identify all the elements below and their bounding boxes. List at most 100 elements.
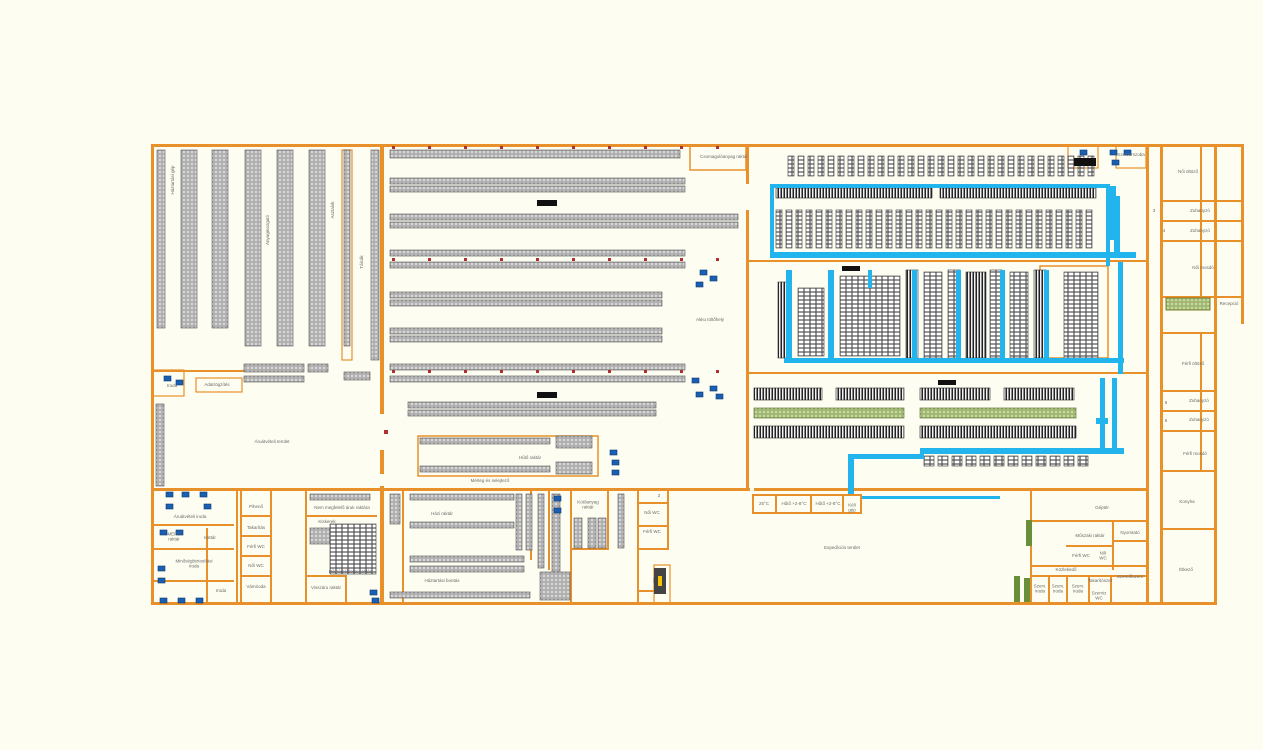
rack-27 xyxy=(407,409,657,417)
pillar xyxy=(428,258,431,261)
forklift-icon xyxy=(715,393,724,400)
pillar xyxy=(644,258,647,261)
rack-108 xyxy=(1025,209,1033,249)
forklift-icon xyxy=(1079,149,1088,156)
conveyor-segment xyxy=(1118,262,1123,358)
conveyor-segment xyxy=(1114,196,1120,256)
rack-32 xyxy=(409,493,515,501)
rack-60 xyxy=(867,155,875,177)
pillar xyxy=(500,370,503,373)
label-right-mid: Asztalok xyxy=(329,201,335,219)
label-kelfeszult: Kötőanyag raktár xyxy=(577,499,599,509)
label-kozlekedo: Közlekedő xyxy=(1055,566,1077,572)
charging-station-icon xyxy=(658,576,662,586)
label-left-mid: Anyagmozgató xyxy=(264,214,270,246)
label-arukiadas: Áruátvételi terület xyxy=(254,438,290,444)
pillar xyxy=(644,370,647,373)
conveyor-system xyxy=(770,184,1136,499)
label-vamiroda: Vámiroda xyxy=(246,583,266,589)
pillar xyxy=(608,258,611,261)
forklift-icon xyxy=(842,266,860,271)
rack-52 xyxy=(787,155,795,177)
rack-34 xyxy=(409,555,525,563)
rack-128 xyxy=(919,387,991,401)
conveyor-segment xyxy=(1112,378,1117,454)
label-noi-wc3: Női WC xyxy=(1099,550,1107,560)
label-takaritas: Takarítás xyxy=(246,524,266,530)
rack-55 xyxy=(817,155,825,177)
rack-47 xyxy=(329,523,377,575)
rack-100 xyxy=(945,209,953,249)
pillar xyxy=(380,450,384,474)
rack-87 xyxy=(815,209,823,249)
label-keli: Kéli gép xyxy=(848,502,856,512)
forklift-icon xyxy=(1109,149,1118,156)
forklift-icon xyxy=(695,391,704,398)
rack-85 xyxy=(795,209,803,249)
rack-72 xyxy=(987,155,995,177)
rack-25 xyxy=(389,375,686,383)
label-ferfi-wc2: Férfi WC xyxy=(643,528,661,534)
label-ferfi-wc: Férfi WC xyxy=(247,543,265,549)
conveyor-segment xyxy=(1096,418,1108,424)
rack-2 xyxy=(211,149,229,329)
rack-114 xyxy=(1085,209,1093,249)
conveyor-segment xyxy=(848,454,854,494)
label-adatrogzites: Adatrögzítés xyxy=(204,381,230,387)
rack-9 xyxy=(307,363,329,373)
label-irattar: Irattár xyxy=(204,534,216,540)
label-gepteher: Géptér xyxy=(1095,504,1109,510)
pillar xyxy=(644,146,647,149)
rack-105 xyxy=(995,209,1003,249)
rack-76 xyxy=(1027,155,1035,177)
label-homerseklet: Hőmérsékletes raktár xyxy=(328,568,372,574)
label-iroda-left: Iroda xyxy=(166,382,178,388)
rack-117 xyxy=(839,275,901,357)
rack-46 xyxy=(309,527,331,545)
label-temp-hut1: Hűtő +2-8°C xyxy=(781,500,807,506)
label-zuhanyzo4: Zuhanyzó xyxy=(1189,416,1209,422)
forklift-icon xyxy=(691,377,700,384)
rack-1 xyxy=(180,149,198,329)
rack-91 xyxy=(855,209,863,249)
forklift-icon xyxy=(553,507,562,514)
rack-42 xyxy=(587,517,597,549)
rack-129 xyxy=(1003,387,1075,401)
label-recepcio: Recepció xyxy=(1219,300,1239,306)
conveyor-segment xyxy=(862,496,1000,499)
label-csomagolas: Csomagolóanyag raktár xyxy=(700,153,748,159)
rack-79 xyxy=(1057,155,1065,177)
label-nr5: 5 xyxy=(1164,399,1168,405)
conveyor-segment xyxy=(920,448,1124,454)
rack-70 xyxy=(967,155,975,177)
rack-37 xyxy=(515,493,523,551)
rack-113 xyxy=(1075,209,1083,249)
label-szerviz-wc: Szerviz WC xyxy=(1091,590,1107,600)
rack-130 xyxy=(753,407,905,419)
pillar xyxy=(500,258,503,261)
rack-19 xyxy=(389,261,686,269)
rack-110 xyxy=(1045,209,1053,249)
forklift-icon xyxy=(157,565,166,572)
rack-30 xyxy=(555,435,593,449)
forklift-icon xyxy=(199,491,208,498)
pillar xyxy=(464,146,467,149)
rack-73 xyxy=(997,155,1005,177)
rack xyxy=(1024,578,1030,602)
conveyor-segment xyxy=(1044,270,1049,360)
rack-99 xyxy=(935,209,943,249)
label-nr4: 4 xyxy=(1162,227,1166,233)
forklift-icon xyxy=(159,529,168,536)
conveyor-segment xyxy=(770,184,774,256)
rack-21 xyxy=(389,299,663,307)
forklift-icon xyxy=(611,469,620,476)
rack-10 xyxy=(343,371,371,381)
conveyor-segment xyxy=(1100,378,1105,454)
rack-94 xyxy=(885,209,893,249)
rack-14 xyxy=(389,177,686,185)
conveyor-segment xyxy=(848,454,924,459)
label-iroda-b: Szerv. iroda xyxy=(1051,583,1065,593)
rack-77 xyxy=(1037,155,1045,177)
forklift-icon xyxy=(1123,149,1132,156)
